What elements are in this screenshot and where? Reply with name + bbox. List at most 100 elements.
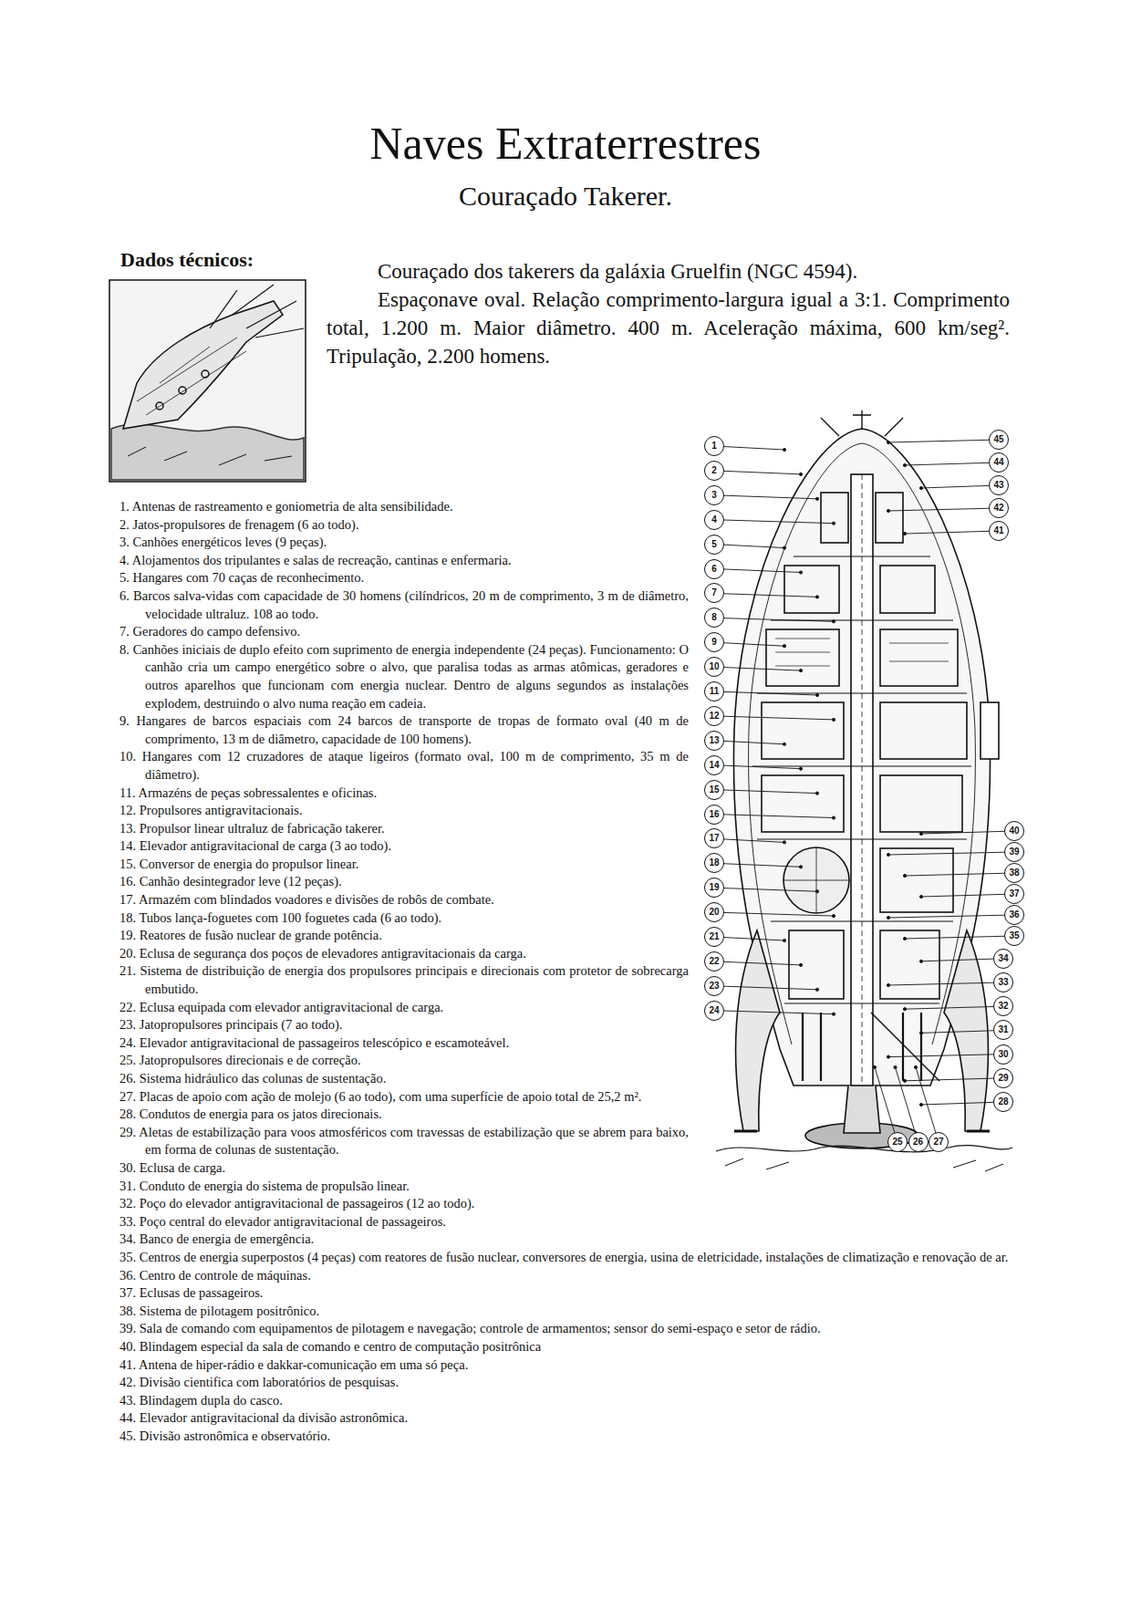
quarters bbox=[766, 629, 840, 686]
antennas bbox=[820, 410, 903, 436]
part-description: 34. Banco de energia de emergência. bbox=[119, 1230, 1010, 1249]
leader-dot bbox=[831, 521, 835, 525]
section-heading: Dados técnicos: bbox=[120, 247, 254, 273]
leader-line bbox=[888, 982, 1004, 986]
parts-list: 1. Antenas de rastreamento e goniometria… bbox=[119, 498, 1010, 1445]
photo-panels bbox=[136, 337, 247, 416]
leader-line bbox=[714, 789, 818, 794]
leader-dot bbox=[886, 508, 890, 512]
callout-number: 3 bbox=[704, 485, 725, 506]
leader-line bbox=[714, 592, 818, 597]
callout-number: 24 bbox=[704, 1000, 725, 1021]
leader-line bbox=[888, 851, 1015, 855]
callout-number: 43 bbox=[988, 475, 1009, 496]
part-description: 35. Centros de energia superpostos (4 pe… bbox=[119, 1248, 1010, 1267]
leader-dot bbox=[782, 546, 786, 550]
photo-hull bbox=[123, 300, 283, 429]
leader-line bbox=[714, 691, 818, 696]
part-description: 28. Condutos de energia para os jatos di… bbox=[119, 1105, 1010, 1124]
callout-number: 19 bbox=[704, 877, 725, 898]
leader-line bbox=[874, 1067, 898, 1142]
leader-dot bbox=[886, 852, 890, 856]
part-description: 23. Jatopropulsores principais (7 ao tod… bbox=[119, 1016, 1010, 1035]
leader-line bbox=[921, 1029, 1004, 1033]
callout-number: 7 bbox=[704, 582, 725, 603]
leader-dot bbox=[798, 963, 802, 966]
leader-dot bbox=[902, 463, 906, 467]
leader-line bbox=[904, 935, 1015, 939]
part-description: 36. Centro de controle de máquinas. bbox=[119, 1266, 1010, 1286]
callout-number: 5 bbox=[704, 534, 725, 555]
decks bbox=[752, 556, 972, 1004]
callout-number: 42 bbox=[988, 498, 1009, 519]
leader-line bbox=[921, 830, 1015, 834]
part-description: 17. Armazém com blindados voadores e div… bbox=[119, 891, 1010, 910]
photo-rocks bbox=[127, 446, 292, 466]
stabilizer-fin bbox=[736, 930, 780, 1131]
leader-dot bbox=[902, 873, 906, 877]
leader-dot bbox=[902, 531, 906, 535]
passenger-lift bbox=[843, 1085, 881, 1133]
leader-line bbox=[714, 985, 818, 990]
leader-line bbox=[714, 961, 801, 965]
callout-number: 23 bbox=[704, 975, 725, 997]
leader-dot bbox=[886, 440, 890, 444]
callout-number: 32 bbox=[993, 996, 1014, 1017]
leader-dot bbox=[798, 865, 802, 869]
part-description: 19. Reatores de fusão nuclear de grande … bbox=[119, 926, 1010, 945]
callout-number: 16 bbox=[704, 804, 725, 825]
callout-number: 11 bbox=[704, 681, 725, 702]
callout-number: 26 bbox=[908, 1131, 929, 1152]
leader-dot bbox=[798, 472, 802, 476]
reactor-hall bbox=[761, 775, 844, 832]
leader-line bbox=[714, 814, 834, 819]
leader-dot bbox=[893, 1065, 897, 1069]
photo-struts bbox=[209, 284, 304, 338]
central-shaft bbox=[850, 474, 873, 1086]
callout-number: 10 bbox=[704, 656, 725, 677]
leader-dot bbox=[798, 570, 802, 574]
part-description: 10. Hangares com 12 cruzadores de ataque… bbox=[119, 747, 1010, 784]
callout-number: 37 bbox=[1004, 883, 1025, 904]
leader-line bbox=[904, 530, 999, 534]
part-description: 2. Jatos-propulsores de frenagem (6 ao t… bbox=[119, 516, 1010, 535]
leader-line bbox=[714, 740, 785, 745]
callout-number: 18 bbox=[704, 852, 725, 873]
part-description: 26. Sistema hidráulico das colunas de su… bbox=[119, 1069, 1010, 1089]
deck-detail bbox=[775, 638, 949, 666]
leader-line bbox=[714, 617, 834, 622]
part-description: 39. Sala de comando com equipamentos de … bbox=[119, 1319, 1010, 1339]
leader-dot bbox=[815, 693, 819, 696]
callout-number: 39 bbox=[1004, 841, 1025, 862]
linear-drive bbox=[783, 847, 850, 914]
photo-port bbox=[201, 370, 209, 378]
callout-number: 33 bbox=[993, 972, 1014, 993]
leader-line bbox=[714, 666, 801, 671]
part-description: 30. Eclusa de carga. bbox=[119, 1159, 1010, 1178]
leader-line bbox=[921, 893, 1015, 897]
callout-number: 36 bbox=[1004, 904, 1025, 925]
part-description: 11. Armazéns de peças sobressalentes e o… bbox=[119, 784, 1010, 803]
photo-port bbox=[155, 402, 164, 410]
part-description: 44. Elevador antigravitacional da divisã… bbox=[119, 1409, 1010, 1428]
leader-lines bbox=[714, 439, 1015, 1142]
callout-number: 2 bbox=[704, 460, 725, 481]
leader-line bbox=[714, 642, 785, 646]
part-description: 13. Propulsor linear ultraluz de fabrica… bbox=[119, 819, 1010, 839]
leader-line bbox=[714, 715, 834, 720]
callout-number: 35 bbox=[1004, 925, 1025, 946]
part-description: 4. Alojamentos dos tripulantes e salas d… bbox=[119, 551, 1010, 571]
leader-line bbox=[888, 439, 999, 443]
part-description: 41. Antena de hiper-rádio e dakkar-comun… bbox=[119, 1356, 1010, 1375]
callout-number: 13 bbox=[704, 730, 725, 751]
leader-line bbox=[714, 1010, 834, 1015]
leader-line bbox=[714, 470, 801, 475]
callout-number: 34 bbox=[993, 948, 1014, 969]
leader-dot bbox=[872, 1065, 876, 1069]
leader-line bbox=[714, 765, 801, 769]
leader-line bbox=[888, 1054, 1004, 1058]
leader-line bbox=[714, 838, 785, 842]
part-description: 1. Antenas de rastreamento e goniometria… bbox=[119, 498, 1010, 517]
photo-frame bbox=[109, 280, 306, 482]
